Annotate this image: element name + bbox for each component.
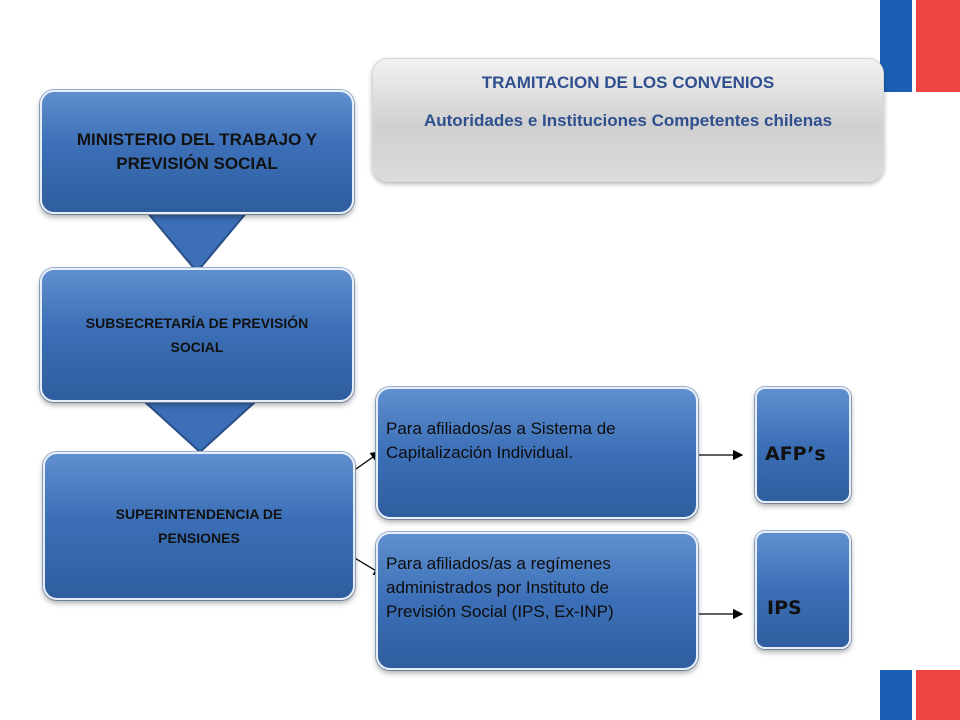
header-subtitle: Autoridades e Instituciones Competentes … bbox=[423, 111, 833, 130]
subsecretary-label: SUBSECRETARÍA DE PREVISIÓN SOCIAL bbox=[85, 315, 309, 355]
header-panel: TRAMITACION DE LOS CONVENIOS Autoridades… bbox=[372, 58, 884, 182]
ips-box: IPS bbox=[755, 531, 851, 649]
branch-description-afp: Para afiliados/as a Sistema de Capitaliz… bbox=[376, 387, 698, 519]
ministry-box: MINISTERIO DEL TRABAJO Y PREVISIÓN SOCIA… bbox=[40, 90, 354, 214]
flag-decoration-bottom bbox=[880, 670, 960, 720]
down-triangle-2 bbox=[142, 401, 258, 454]
superintendency-box: SUPERINTENDENCIA DE PENSIONES bbox=[43, 452, 355, 600]
ministry-label: MINISTERIO DEL TRABAJO Y PREVISIÓN SOCIA… bbox=[76, 130, 318, 173]
header-title: TRAMITACION DE LOS CONVENIOS bbox=[481, 73, 775, 92]
superintendency-label: SUPERINTENDENCIA DE PENSIONES bbox=[115, 506, 283, 546]
subsecretary-box: SUBSECRETARÍA DE PREVISIÓN SOCIAL bbox=[40, 268, 354, 402]
flag-decoration-top bbox=[880, 0, 960, 92]
down-triangle-1 bbox=[144, 211, 250, 274]
afp-box: AFP’s bbox=[755, 387, 851, 503]
afp-label: AFP’s bbox=[765, 443, 826, 465]
branch-description-ips-text: Para afiliados/as a regímenes administra… bbox=[386, 554, 614, 621]
branch-description-afp-text: Para afiliados/as a Sistema de Capitaliz… bbox=[386, 419, 616, 462]
ips-label: IPS bbox=[767, 597, 802, 619]
branch-description-ips: Para afiliados/as a regímenes administra… bbox=[376, 532, 698, 670]
